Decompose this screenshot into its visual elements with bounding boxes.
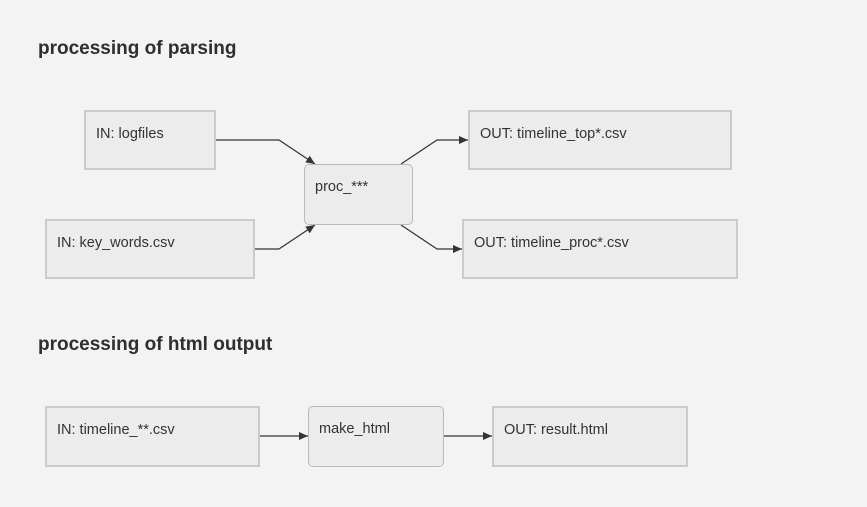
section-heading-parsing: processing of parsing: [38, 38, 237, 59]
input-node-logfiles: IN: logfiles: [84, 110, 216, 170]
node-label: OUT: timeline_proc*.csv: [474, 235, 629, 251]
node-label: IN: logfiles: [96, 126, 164, 142]
process-node-proc: proc_***: [304, 164, 413, 225]
output-node-timeline-proc: OUT: timeline_proc*.csv: [462, 219, 738, 279]
node-label: make_html: [319, 421, 390, 437]
input-node-timeline: IN: timeline_**.csv: [45, 406, 260, 467]
output-node-result-html: OUT: result.html: [492, 406, 688, 467]
node-label: OUT: result.html: [504, 422, 608, 438]
input-node-key-words: IN: key_words.csv: [45, 219, 255, 279]
connector-keywords-to-proc: [255, 224, 316, 250]
connector-logfiles-to-proc: [216, 139, 316, 165]
node-label: IN: timeline_**.csv: [57, 422, 175, 438]
output-node-timeline-top: OUT: timeline_top*.csv: [468, 110, 732, 170]
node-label: IN: key_words.csv: [57, 235, 175, 251]
process-node-make-html: make_html: [308, 406, 444, 467]
connector-proc-to-timeline-proc: [400, 224, 462, 253]
node-label: proc_***: [315, 179, 369, 195]
node-label: OUT: timeline_top*.csv: [480, 126, 627, 142]
connector-proc-to-timeline-top: [400, 136, 468, 165]
section-heading-html-output: processing of html output: [38, 334, 273, 355]
